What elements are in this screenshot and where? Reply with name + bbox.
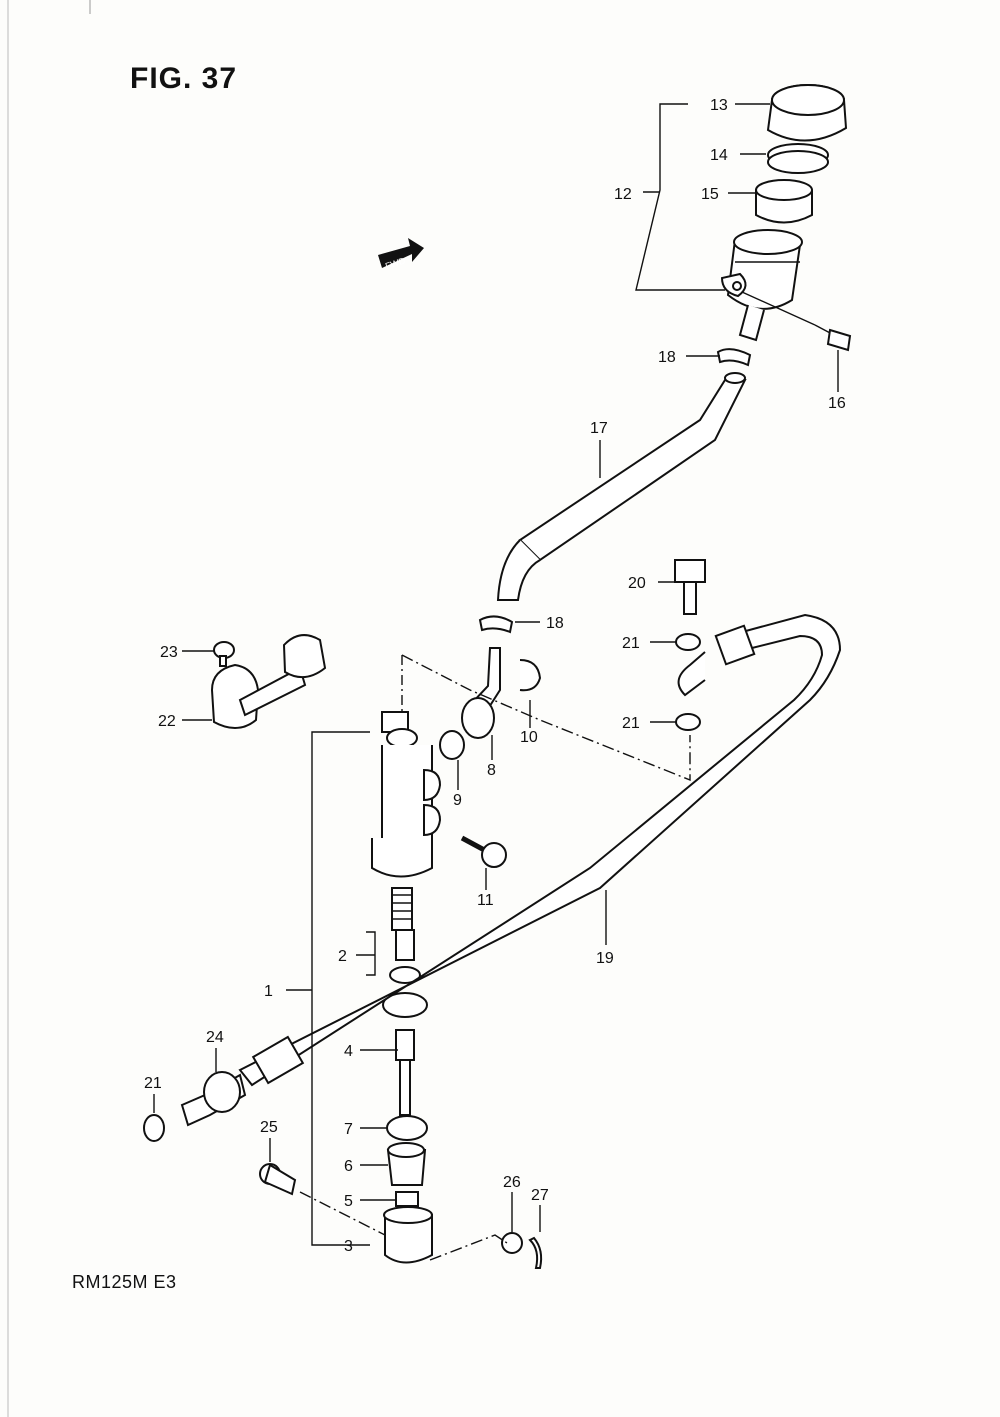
leader-lines bbox=[153, 103, 839, 1261]
piston-spring-kit bbox=[389, 887, 421, 984]
reservoir-hose bbox=[496, 372, 747, 601]
hose-clamp-lower bbox=[478, 615, 514, 634]
callout-20: 20 bbox=[628, 575, 646, 592]
callout-10: 10 bbox=[520, 729, 538, 746]
hose-connector-elbow bbox=[461, 647, 501, 739]
callout-2: 2 bbox=[338, 948, 347, 965]
callout-12: 12 bbox=[614, 186, 632, 203]
model-code: RM125M E3 bbox=[72, 1272, 177, 1292]
callout-1: 1 bbox=[264, 983, 273, 1000]
callout-21-upper: 21 bbox=[622, 635, 640, 652]
callout-3: 3 bbox=[344, 1238, 353, 1255]
callout-19: 19 bbox=[596, 950, 614, 967]
mounting-bolt bbox=[814, 324, 852, 352]
callout-22: 24 bbox=[206, 1029, 224, 1046]
callout-26: 26 bbox=[503, 1174, 521, 1191]
callout-9: 9 bbox=[453, 792, 462, 809]
washer bbox=[501, 1232, 523, 1254]
fwd-arrow-badge: FWD bbox=[378, 238, 424, 271]
circlip bbox=[519, 659, 542, 692]
callout-17: 17 bbox=[590, 420, 608, 437]
callout-18-upper: 18 bbox=[658, 349, 676, 366]
callout-16: 16 bbox=[828, 395, 846, 412]
hose-guide bbox=[210, 634, 327, 729]
figure-title: FIG. 37 bbox=[130, 62, 238, 95]
callout-25: 25 bbox=[260, 1119, 278, 1136]
reservoir-body bbox=[720, 229, 803, 342]
callout-18-lower: 18 bbox=[546, 615, 564, 632]
callout-23: 22 bbox=[158, 713, 176, 730]
callout-27: 27 bbox=[531, 1187, 549, 1204]
callout-14: 14 bbox=[710, 147, 728, 164]
reservoir-diaphragm bbox=[755, 179, 813, 224]
hose-fitting-end bbox=[180, 1071, 247, 1127]
clevis-pin bbox=[259, 1163, 297, 1196]
reservoir-cap bbox=[766, 84, 848, 142]
callout-6: 6 bbox=[344, 1158, 353, 1175]
callout-24: 23 bbox=[160, 644, 178, 661]
callout-13: 13 bbox=[710, 97, 728, 114]
callout-15: 15 bbox=[701, 186, 719, 203]
snap-ring bbox=[386, 1115, 428, 1141]
reservoir-diaphragm-plate bbox=[767, 143, 829, 174]
callout-21-middle: 21 bbox=[622, 715, 640, 732]
hose-clamp-upper bbox=[716, 348, 752, 367]
master-cylinder-body bbox=[371, 711, 442, 878]
push-rod bbox=[382, 992, 428, 1116]
clevis bbox=[383, 1206, 433, 1264]
o-ring bbox=[439, 730, 465, 760]
clutch-hose bbox=[238, 613, 842, 1087]
cotter-pin bbox=[528, 1236, 543, 1269]
callouts: 13 14 15 12 16 18 17 18 20 21 21 23 22 1… bbox=[144, 97, 846, 1255]
hose-banjo-bolt bbox=[674, 559, 706, 615]
callout-7: 7 bbox=[344, 1121, 353, 1138]
callout-4: 4 bbox=[344, 1043, 353, 1060]
boot bbox=[386, 1142, 427, 1186]
mounting-screw bbox=[460, 835, 507, 868]
callout-8: 8 bbox=[487, 762, 496, 779]
callout-11: 11 bbox=[477, 892, 494, 909]
callout-21-lower: 21 bbox=[144, 1075, 162, 1092]
sealing-washers bbox=[143, 633, 701, 1142]
callout-5: 5 bbox=[344, 1193, 353, 1210]
lock-nut bbox=[395, 1191, 419, 1207]
guide-screw bbox=[213, 641, 235, 667]
